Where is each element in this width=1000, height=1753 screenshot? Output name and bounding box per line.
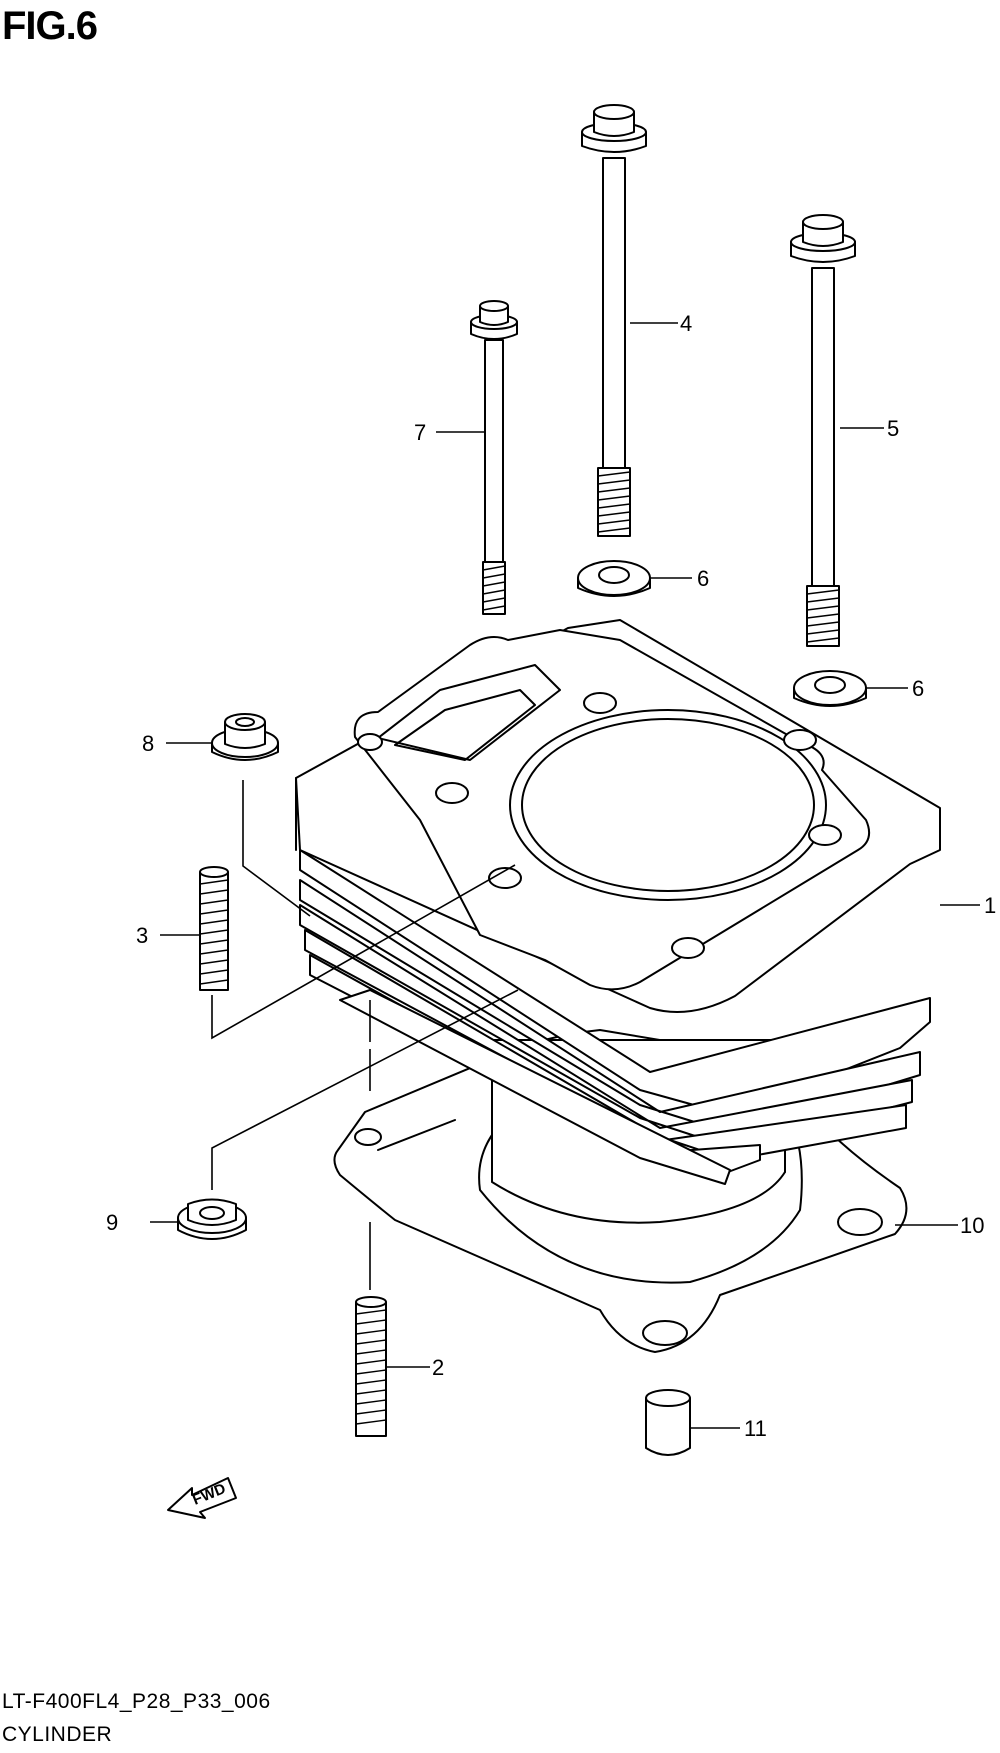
leader-lines bbox=[150, 322, 980, 1429]
diagram-name: CYLINDER bbox=[2, 1723, 113, 1746]
callout-3: 3 bbox=[136, 923, 148, 948]
bolt-4[interactable] bbox=[581, 104, 647, 537]
fwd-arrow-icon bbox=[167, 1477, 237, 1519]
diagram-code: LT-F400FL4_P28_P33_006 bbox=[2, 1690, 271, 1713]
cylinder-block[interactable] bbox=[295, 619, 941, 1224]
callout-5: 5 bbox=[887, 416, 899, 441]
callout-7: 7 bbox=[414, 420, 426, 445]
nut-9[interactable] bbox=[177, 1198, 247, 1240]
callout-11: 11 bbox=[744, 1416, 767, 1441]
bolt-5[interactable] bbox=[790, 214, 856, 647]
washer-6-upper[interactable] bbox=[577, 560, 651, 597]
stud-2[interactable] bbox=[355, 1296, 387, 1437]
callout-8: 8 bbox=[142, 731, 154, 756]
bolt-7[interactable] bbox=[470, 300, 518, 615]
nut-8[interactable] bbox=[211, 713, 279, 761]
fwd-direction-marker: FWD bbox=[167, 1477, 237, 1519]
figure-title: FIG.6 bbox=[2, 4, 98, 48]
callout-2: 2 bbox=[432, 1355, 444, 1380]
dowel-pin-11[interactable] bbox=[645, 1389, 691, 1456]
stud-3[interactable] bbox=[199, 866, 229, 991]
washer-6-lower[interactable] bbox=[793, 670, 867, 707]
callout-10: 10 bbox=[960, 1213, 984, 1238]
callout-6-lower: 6 bbox=[912, 676, 924, 701]
callout-9: 9 bbox=[106, 1210, 118, 1235]
callout-1: 1 bbox=[984, 893, 996, 918]
callout-4: 4 bbox=[680, 311, 692, 336]
callout-6-upper: 6 bbox=[697, 566, 709, 591]
